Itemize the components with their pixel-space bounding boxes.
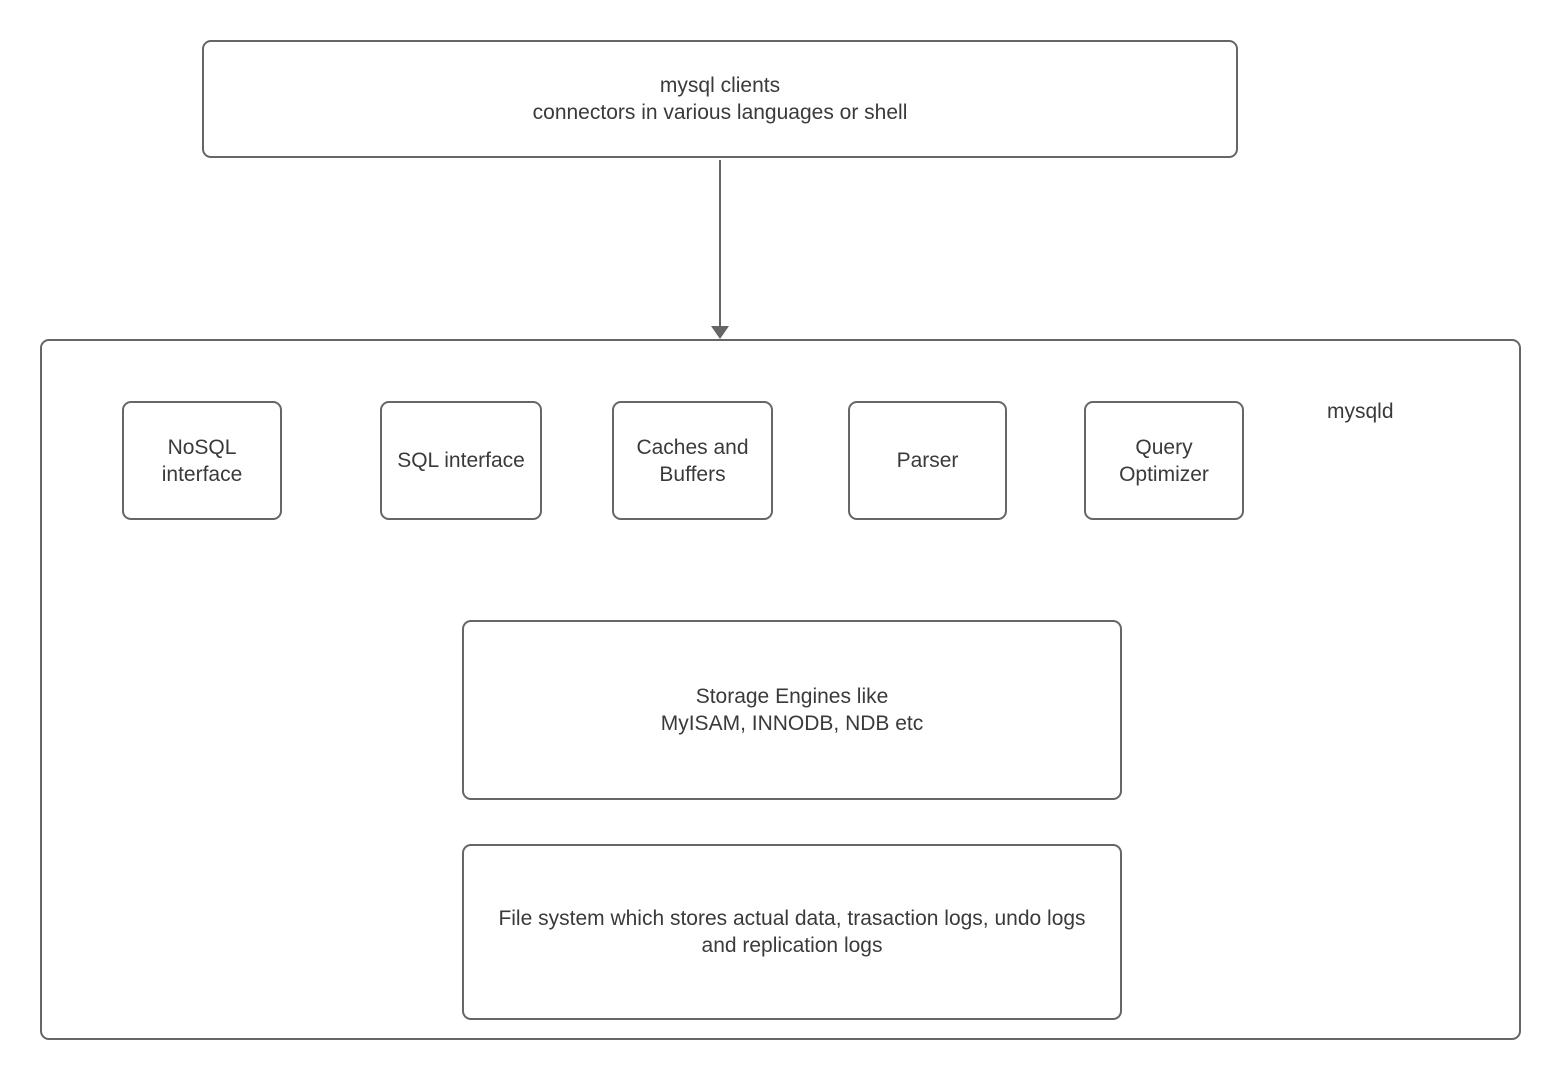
file-system-line2: and replication logs [701,934,883,957]
nosql-interface-label: NoSQL interface [161,435,243,486]
parser-label: Parser [896,449,959,472]
client-to-mysqld-connector-line [719,160,721,328]
file-system-label: File system which stores actual data, tr… [498,905,1085,959]
mysql-clients-line1: mysql clients [659,74,781,97]
arrowhead-down-icon [711,326,729,339]
node-storage-engines: Storage Engines like MyISAM, INNODB, NDB… [462,620,1122,800]
mysql-clients-label: mysql clients connectors in various lang… [533,72,908,126]
query-optimizer-label: Query Optimizer [1119,435,1209,486]
node-query-optimizer: Query Optimizer [1084,401,1244,520]
caches-and-buffers-label: Caches and Buffers [636,435,749,486]
node-file-system: File system which stores actual data, tr… [462,844,1122,1020]
node-sql-interface: SQL interface [380,401,542,520]
mysql-clients-line2: connectors in various languages or shell [532,101,908,124]
mysqld-label: mysqld [1327,400,1394,423]
storage-engines-line1: Storage Engines like [695,685,889,708]
storage-engines-label: Storage Engines like MyISAM, INNODB, NDB… [661,683,924,737]
node-parser: Parser [848,401,1007,520]
storage-engines-line2: MyISAM, INNODB, NDB etc [660,712,924,735]
node-mysqld-container: mysqld NoSQL interface SQL interface Cac… [40,339,1521,1040]
node-nosql-interface: NoSQL interface [122,401,282,520]
node-mysql-clients: mysql clients connectors in various lang… [202,40,1238,158]
file-system-line1: File system which stores actual data, tr… [498,907,1086,930]
node-caches-and-buffers: Caches and Buffers [612,401,773,520]
sql-interface-label: SQL interface [397,449,525,472]
